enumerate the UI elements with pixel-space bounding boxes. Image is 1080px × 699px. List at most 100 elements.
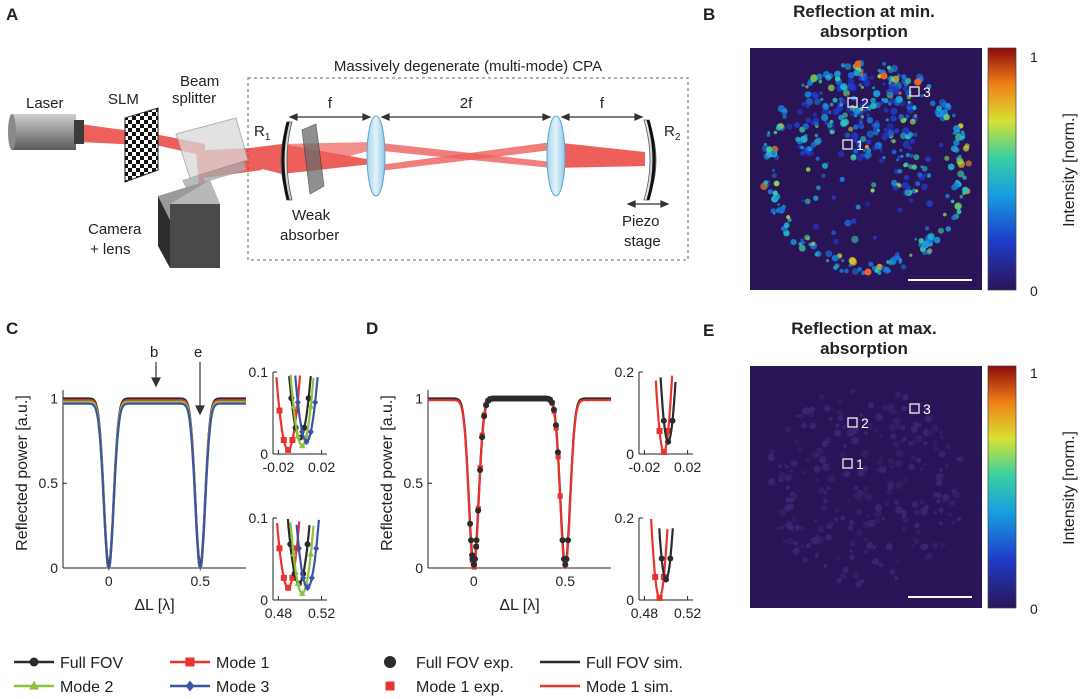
speckle <box>881 516 886 521</box>
speckle <box>777 206 785 214</box>
data-point-full <box>475 507 482 514</box>
speckle <box>909 118 916 125</box>
data-point <box>290 402 297 409</box>
speckle <box>772 211 776 215</box>
camera-label-1: Camera <box>88 221 142 238</box>
speckle <box>918 238 924 244</box>
x-tick-label: 0.02 <box>308 459 335 475</box>
speckle <box>823 405 831 412</box>
x-tick-label: 0 <box>105 573 113 589</box>
speckle <box>791 529 795 534</box>
speckle <box>932 445 939 452</box>
speckle <box>807 410 815 418</box>
speckle <box>897 207 903 213</box>
speckle <box>859 413 864 417</box>
speckle <box>860 136 867 143</box>
speckle <box>822 498 828 504</box>
y-tick-label: 1 <box>50 390 58 406</box>
speckle <box>902 436 907 442</box>
speckle <box>915 181 921 187</box>
speckle <box>814 98 821 105</box>
speckle <box>878 157 885 164</box>
speckle <box>861 491 868 498</box>
speckle <box>844 219 852 227</box>
speckle <box>872 86 875 90</box>
roi-markers-e <box>842 403 920 469</box>
data-point-full <box>468 537 475 544</box>
speckle <box>898 91 902 95</box>
data-point-full <box>477 467 484 474</box>
speckle <box>771 150 776 156</box>
speckle <box>895 506 903 514</box>
speckle <box>848 126 854 132</box>
speckle <box>864 151 872 159</box>
roi-label-b-1: 1 <box>856 137 864 153</box>
y-tick-label: 1 <box>415 390 423 406</box>
speckle <box>908 146 912 151</box>
panel-letter-b: B <box>703 5 715 24</box>
speckle <box>936 105 943 112</box>
roi-markers-b <box>842 86 920 150</box>
speckle <box>860 153 866 158</box>
speckle <box>852 268 859 275</box>
speckle <box>838 150 845 157</box>
speckle <box>938 521 943 526</box>
speckle <box>822 104 830 111</box>
speckle <box>926 249 932 255</box>
speckle <box>821 113 829 122</box>
speckle <box>866 139 872 145</box>
panel-b-title-1: Reflection at min. <box>793 2 935 21</box>
speckle <box>886 403 895 412</box>
data-point-full <box>472 555 479 562</box>
speckle <box>889 569 896 575</box>
speckle <box>839 451 846 458</box>
speckle <box>879 456 883 460</box>
speckle <box>865 201 871 207</box>
speckle <box>908 197 914 203</box>
speckle <box>889 464 894 469</box>
speckle <box>914 237 918 241</box>
speckle <box>839 176 845 182</box>
speckle <box>951 502 956 507</box>
data-point <box>658 555 665 562</box>
speckle <box>842 443 847 448</box>
speckle <box>876 468 881 473</box>
data-point <box>312 398 319 406</box>
legend-marker <box>29 657 39 667</box>
speckle <box>767 453 775 462</box>
data-point <box>665 427 672 434</box>
colorbar-b <box>987 47 1017 291</box>
speckle <box>859 103 865 109</box>
cpa-title: Massively degenerate (multi-mode) CPA <box>334 58 602 75</box>
speckle <box>868 261 874 267</box>
speckle <box>823 563 828 569</box>
speckle <box>767 131 771 135</box>
speckle <box>792 516 797 522</box>
speckle <box>829 520 835 526</box>
speckle <box>896 158 899 162</box>
y-tick-label: 0 <box>50 560 58 576</box>
speckle <box>771 482 776 486</box>
speckle <box>798 413 804 419</box>
speckle <box>920 94 924 98</box>
speckle <box>786 537 794 545</box>
speckle <box>917 172 922 178</box>
colorbar-e-min: 0 <box>1030 601 1038 617</box>
speckle <box>920 507 928 515</box>
speckle <box>773 180 780 187</box>
speckle <box>964 143 970 149</box>
speckle <box>831 195 836 200</box>
data-point-full <box>481 413 488 420</box>
speckle <box>828 416 833 421</box>
speckle <box>912 501 918 508</box>
speckle <box>892 417 901 425</box>
speckle <box>925 156 931 163</box>
speckle <box>905 114 910 119</box>
data-point <box>300 574 307 582</box>
speckle <box>819 91 823 95</box>
speckle <box>867 513 871 517</box>
speckle <box>858 117 864 124</box>
data-point-full <box>473 543 480 550</box>
speckle <box>794 524 801 531</box>
speckle <box>812 112 817 118</box>
